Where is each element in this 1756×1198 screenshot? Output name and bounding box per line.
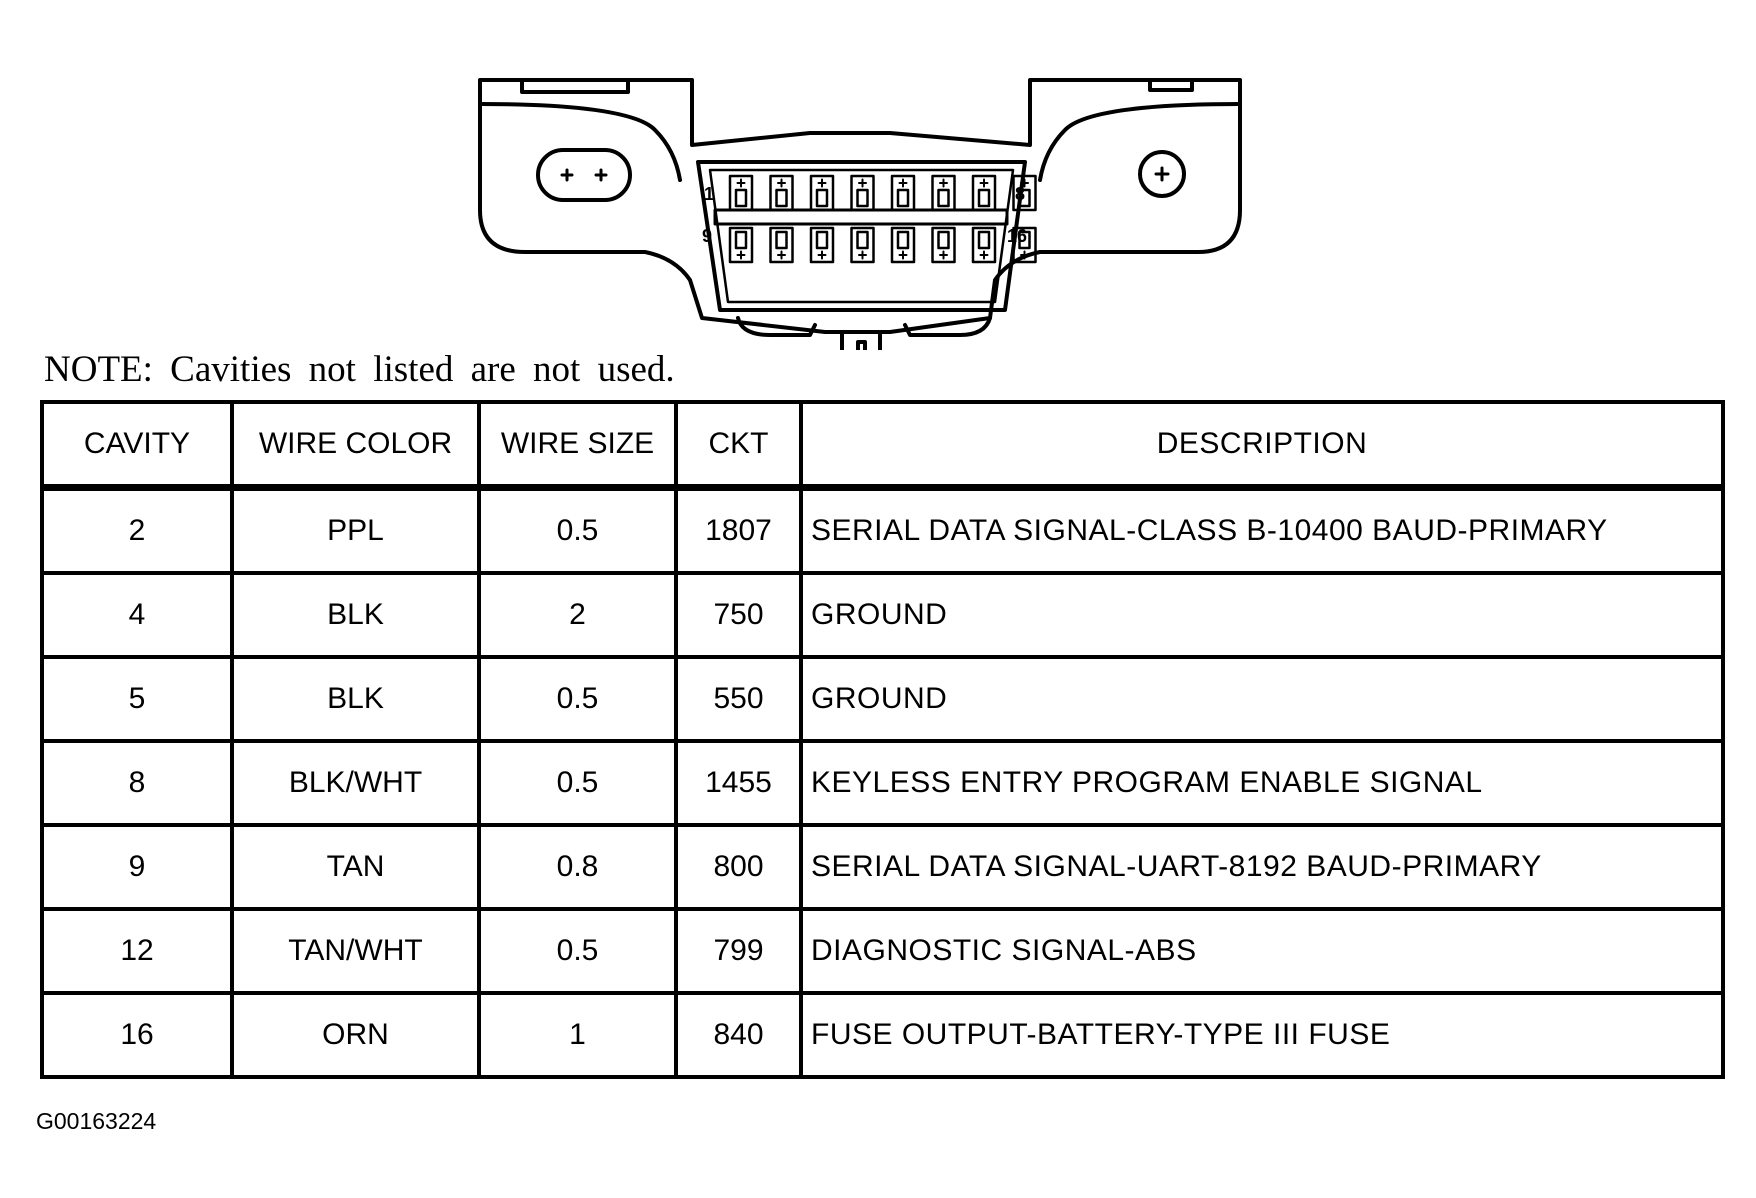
connector-face-inner <box>708 168 1015 304</box>
connector-face <box>696 160 1027 312</box>
cell-wire-color: BLK <box>230 655 481 743</box>
header-ckt: CKT <box>674 400 803 491</box>
obd-connector-diagram: 1 8 9 16 <box>478 78 1242 350</box>
cell-description: GROUND <box>799 571 1725 659</box>
cell-wire-size: 0.5 <box>477 739 678 827</box>
pin-cavity-4 <box>850 174 875 212</box>
cell-ckt: 750 <box>674 571 803 659</box>
cell-cavity: 12 <box>40 907 234 995</box>
pin-cavity-16 <box>1012 226 1037 264</box>
bottom-right-tab <box>903 316 992 337</box>
table-row: 12 TAN/WHT 0.5 799 DIAGNOSTIC SIGNAL-ABS <box>40 907 1725 995</box>
bottom-center-latch <box>840 330 882 350</box>
cell-description: GROUND <box>799 655 1725 743</box>
cell-wire-size: 1 <box>477 991 678 1079</box>
cell-description: SERIAL DATA SIGNAL-CLASS B-10400 BAUD-PR… <box>799 485 1725 575</box>
cavity-table: CAVITY WIRE COLOR WIRE SIZE CKT DESCRIPT… <box>40 400 1725 1079</box>
cell-wire-size: 2 <box>477 571 678 659</box>
cell-cavity: 5 <box>40 655 234 743</box>
pin-label-8: 8 <box>1015 184 1025 204</box>
cell-wire-size: 0.5 <box>477 907 678 995</box>
cell-cavity: 4 <box>40 571 234 659</box>
figure-id: G00163224 <box>36 1108 157 1134</box>
cell-ckt: 1455 <box>674 739 803 827</box>
cell-wire-color: TAN <box>230 823 481 911</box>
cell-ckt: 800 <box>674 823 803 911</box>
table-header-row: CAVITY WIRE COLOR WIRE SIZE CKT DESCRIPT… <box>40 400 1725 491</box>
pin-cavity-1 <box>728 174 754 212</box>
table-row: 9 TAN 0.8 800 SERIAL DATA SIGNAL-UART-81… <box>40 823 1725 911</box>
cell-description: DIAGNOSTIC SIGNAL-ABS <box>799 907 1725 995</box>
pin-cavity-10 <box>769 226 794 264</box>
pin-grid <box>728 174 1037 264</box>
pin-cavity-11 <box>809 226 835 264</box>
pin-cavity-6 <box>931 174 956 212</box>
right-top-tab <box>1148 78 1194 92</box>
cell-cavity: 8 <box>40 739 234 827</box>
pin-cavity-13 <box>890 226 916 264</box>
cell-wire-color: BLK/WHT <box>230 739 481 827</box>
cavity-note: NOTE: Cavities not listed are not used. <box>44 349 675 390</box>
header-description: DESCRIPTION <box>799 400 1725 491</box>
pin-cavity-12 <box>850 226 875 264</box>
cell-cavity: 9 <box>40 823 234 911</box>
cell-description: KEYLESS ENTRY PROGRAM ENABLE SIGNAL <box>799 739 1725 827</box>
cell-ckt: 799 <box>674 907 803 995</box>
cell-description: FUSE OUTPUT-BATTERY-TYPE III FUSE <box>799 991 1725 1079</box>
cell-wire-size: 0.8 <box>477 823 678 911</box>
left-mount-slot <box>536 148 632 202</box>
cell-wire-color: ORN <box>230 991 481 1079</box>
header-wire-size: WIRE SIZE <box>477 400 678 491</box>
cell-wire-color: PPL <box>230 485 481 575</box>
left-top-tab <box>520 78 630 94</box>
pin-cavity-14 <box>931 226 956 264</box>
cell-cavity: 2 <box>40 485 234 575</box>
right-shoulder-line <box>1038 102 1242 182</box>
bottom-left-tab <box>736 316 817 337</box>
left-shoulder-line <box>478 102 682 182</box>
pin-cavity-2 <box>769 174 794 212</box>
connector-body-outline <box>478 78 1242 334</box>
pin-cavity-9 <box>728 226 754 264</box>
cell-wire-color: TAN/WHT <box>230 907 481 995</box>
cell-ckt: 840 <box>674 991 803 1079</box>
table-row: 16 ORN 1 840 FUSE OUTPUT-BATTERY-TYPE II… <box>40 991 1725 1079</box>
left-mount-plus-1 <box>560 168 574 182</box>
cell-wire-size: 0.5 <box>477 485 678 575</box>
pin-row-divider <box>713 208 1009 226</box>
table-row: 4 BLK 2 750 GROUND <box>40 571 1725 659</box>
pin-label-16: 16 <box>1007 226 1027 246</box>
table-row: 2 PPL 0.5 1807 SERIAL DATA SIGNAL-CLASS … <box>40 485 1725 575</box>
pin-cavity-15 <box>971 226 997 264</box>
header-cavity: CAVITY <box>40 400 234 491</box>
header-wire-color: WIRE COLOR <box>230 400 481 491</box>
table-row: 8 BLK/WHT 0.5 1455 KEYLESS ENTRY PROGRAM… <box>40 739 1725 827</box>
cell-wire-size: 0.5 <box>477 655 678 743</box>
pin-cavity-3 <box>809 174 835 212</box>
cell-ckt: 550 <box>674 655 803 743</box>
right-mount-plus <box>1154 166 1170 182</box>
pin-label-9: 9 <box>702 226 712 246</box>
pin-cavity-7 <box>971 174 997 212</box>
cell-description: SERIAL DATA SIGNAL-UART-8192 BAUD-PRIMAR… <box>799 823 1725 911</box>
cell-cavity: 16 <box>40 991 234 1079</box>
pin-cavity-5 <box>890 174 916 212</box>
right-mount-hole <box>1138 150 1186 198</box>
cell-wire-color: BLK <box>230 571 481 659</box>
table-row: 5 BLK 0.5 550 GROUND <box>40 655 1725 743</box>
left-mount-plus-2 <box>594 168 608 182</box>
cell-ckt: 1807 <box>674 485 803 575</box>
pin-cavity-8 <box>1012 174 1037 212</box>
pin-label-1: 1 <box>704 184 714 204</box>
